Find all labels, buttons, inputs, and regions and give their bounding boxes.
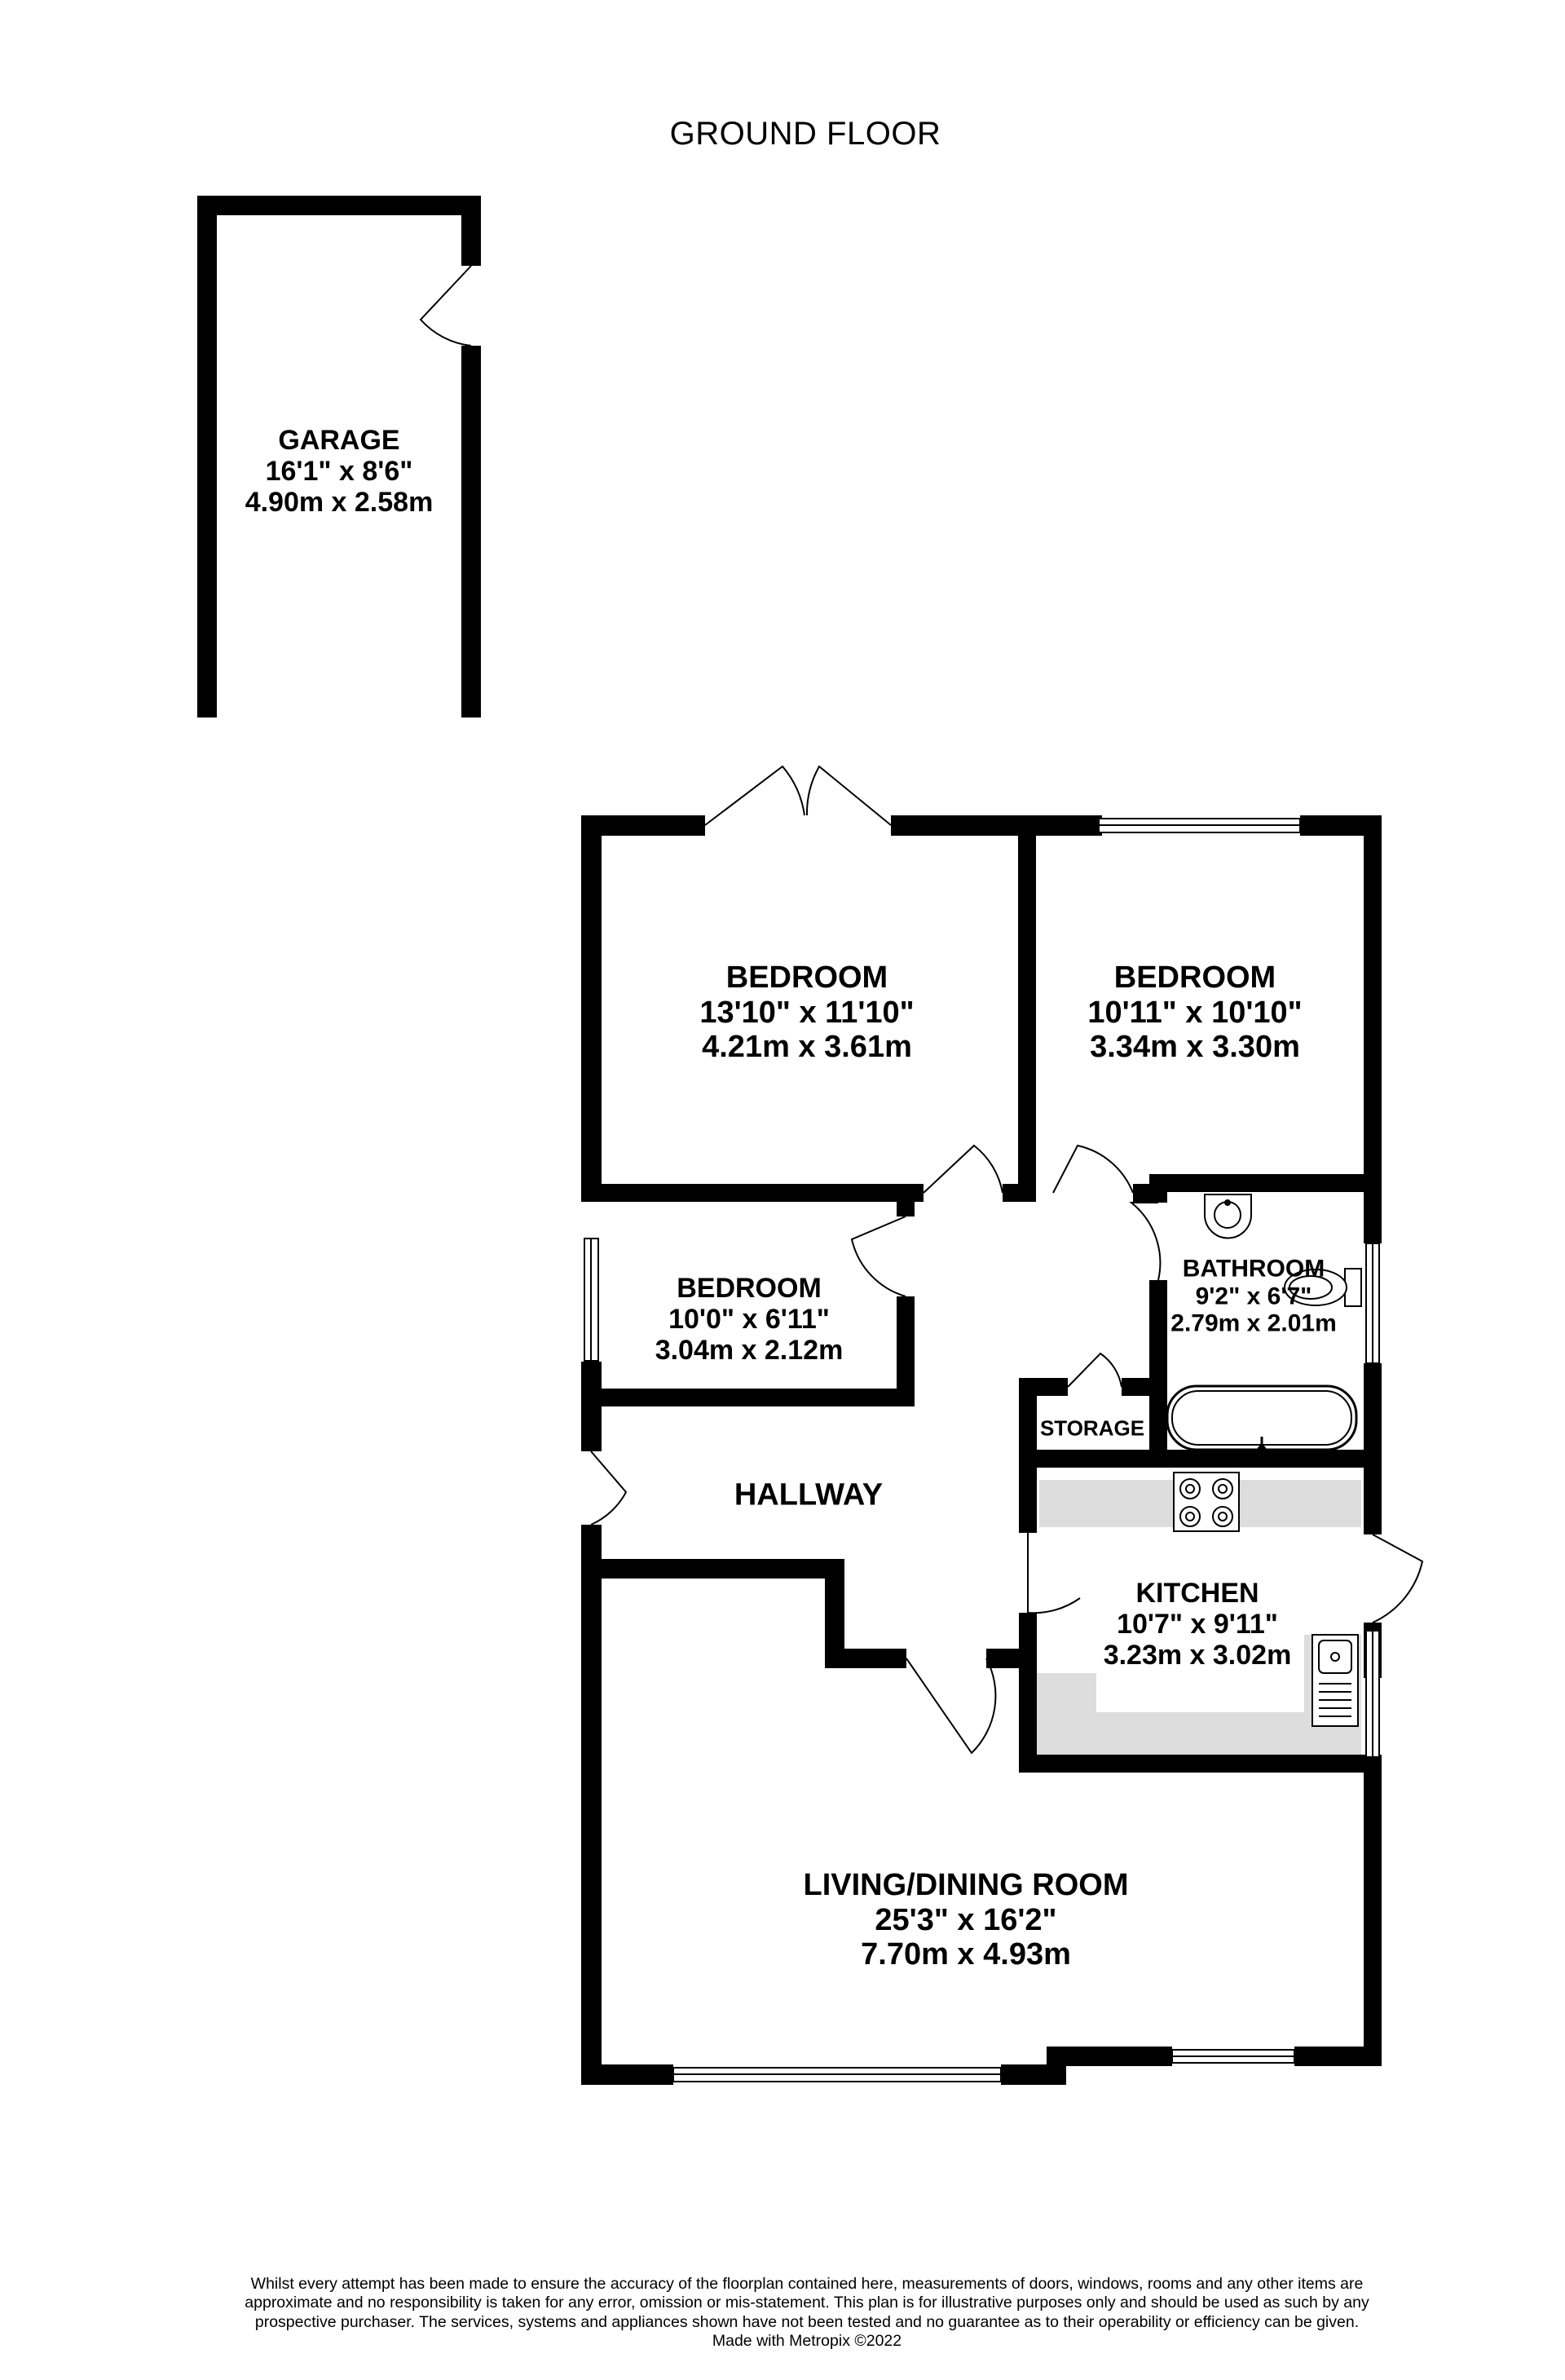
room-imperial: 13'10" x 11'10": [699, 995, 915, 1030]
room-name: BEDROOM: [1113, 960, 1276, 996]
room-metric: 2.79m x 2.01m: [1170, 1309, 1337, 1337]
room-name: HALLWAY: [734, 1477, 884, 1512]
room-metric: 3.23m x 3.02m: [1103, 1640, 1292, 1671]
disclaimer-text: Whilst every attempt has been made to en…: [245, 2275, 1369, 2331]
room-label-living-dining: LIVING/DINING ROOM 25'3" x 16'2" 7.70m x…: [804, 1868, 1129, 1972]
room-metric: 4.90m x 2.58m: [245, 487, 434, 519]
room-name: LIVING/DINING ROOM: [803, 1868, 1129, 1903]
room-metric: 3.04m x 2.12m: [655, 1335, 844, 1367]
room-name: GARAGE: [278, 424, 400, 456]
room-name: BATHROOM: [1182, 1255, 1325, 1283]
room-metric: 4.21m x 3.61m: [702, 1030, 912, 1065]
room-label-garage: GARAGE 16'1" x 8'6" 4.90m x 2.58m: [245, 425, 434, 518]
walls: [197, 196, 1382, 2085]
room-imperial: 25'3" x 16'2": [875, 1902, 1057, 1937]
room-label-hallway: HALLWAY: [734, 1478, 883, 1513]
room-imperial: 10'11" x 10'10": [1087, 995, 1303, 1030]
room-metric: 7.70m x 4.93m: [861, 1937, 1071, 1972]
room-name: KITCHEN: [1135, 1577, 1259, 1609]
room-imperial: 9'2" x 6'7": [1195, 1283, 1312, 1310]
room-imperial: 10'0" x 6'11": [668, 1303, 830, 1335]
room-name: BEDROOM: [725, 960, 888, 996]
room-label-bedroom-1: BEDROOM 13'10" x 11'10" 4.21m x 3.61m: [699, 960, 914, 1065]
room-label-storage: STORAGE: [1040, 1416, 1144, 1440]
bath-icon: [1166, 1384, 1358, 1455]
room-metric: 3.34m x 3.30m: [1090, 1030, 1300, 1065]
room-imperial: 10'7" x 9'11": [1117, 1608, 1278, 1640]
room-label-bedroom-3: BEDROOM 10'0" x 6'11" 3.04m x 2.12m: [655, 1273, 844, 1366]
toilet-icon: [1284, 1268, 1362, 1307]
sink-icon: [1312, 1634, 1359, 1727]
room-label-kitchen: KITCHEN 10'7" x 9'11" 3.23m x 3.02m: [1104, 1578, 1292, 1671]
basin-icon: [1204, 1194, 1252, 1239]
disclaimer: Whilst every attempt has been made to en…: [245, 2275, 1369, 2351]
doors: [419, 265, 1424, 1755]
room-label-bathroom: BATHROOM 9'2" x 6'7" 2.79m x 2.01m: [1170, 1256, 1336, 1338]
room-label-bedroom-2: BEDROOM 10'11" x 10'10" 3.34m x 3.30m: [1087, 960, 1302, 1065]
hob-icon: [1173, 1472, 1240, 1532]
room-imperial: 16'1" x 8'6": [265, 455, 413, 487]
room-name: BEDROOM: [677, 1272, 822, 1304]
made-with-credit: Made with Metropix ©2022: [712, 2332, 902, 2351]
room-name: STORAGE: [1039, 1415, 1145, 1441]
floor-title: GROUND FLOOR: [669, 116, 941, 152]
